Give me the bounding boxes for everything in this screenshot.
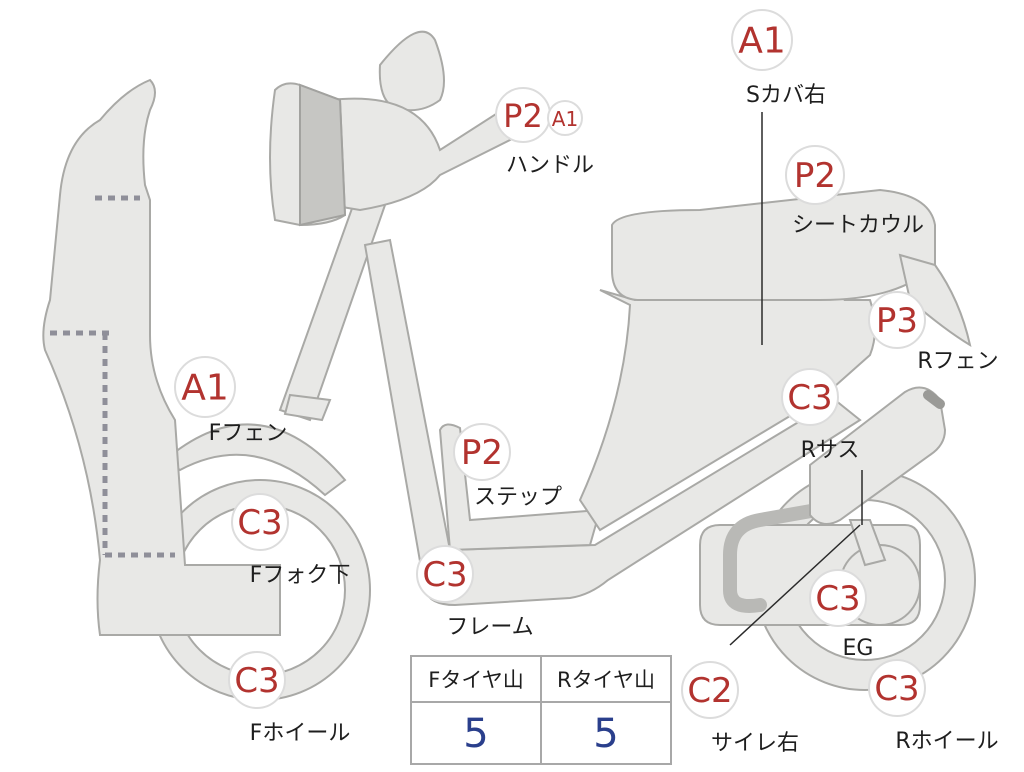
grade-text: A1	[738, 21, 786, 62]
part-label: Fフォク下	[250, 563, 351, 588]
front-cowl-shape	[42, 78, 281, 636]
grade-text: C3	[234, 661, 279, 701]
grade-badge	[174, 356, 236, 418]
value-front-tire: 5	[463, 711, 489, 757]
part-label: Fホイール	[250, 721, 351, 746]
grade-badge	[681, 661, 739, 719]
tread-table-header: Fタイヤ山 Rタイヤ山	[412, 657, 670, 703]
part-engine[interactable]: C3 EG	[809, 569, 874, 661]
grade-badge-secondary	[547, 100, 583, 136]
grade-badge	[781, 368, 839, 426]
grade-badge	[809, 569, 867, 627]
grade-badge	[228, 651, 286, 709]
handlebar-shape	[269, 30, 547, 227]
part-r-fender[interactable]: P3 Rフェン	[868, 291, 999, 374]
step-floor-shape	[438, 423, 602, 552]
part-label: フレーム	[446, 615, 533, 640]
part-s-cover-right[interactable]: A1 Sカバ右	[731, 9, 826, 108]
grade-text: C3	[422, 555, 467, 595]
part-label: ハンドル	[506, 153, 594, 178]
grade-text: C3	[815, 579, 860, 619]
part-label: EG	[843, 636, 874, 661]
grade-badge	[731, 9, 793, 71]
grade-badge	[785, 145, 845, 205]
header-front-tire: Fタイヤ山	[428, 668, 524, 692]
part-frame[interactable]: C3 フレーム	[416, 545, 534, 640]
part-f-wheel[interactable]: C3 Fホイール	[228, 651, 351, 746]
tire-tread-table: Fタイヤ山 Rタイヤ山 5 5	[410, 655, 672, 765]
part-handle[interactable]: P2 A1 ハンドル	[495, 87, 594, 178]
grade-text-secondary: A1	[552, 107, 578, 131]
leader-lines	[729, 112, 863, 646]
front-cowl-seam	[50, 195, 175, 558]
part-muffler-right[interactable]: C2 サイレ右	[681, 661, 799, 756]
muffler-pipe-shape	[723, 498, 852, 613]
grade-text: C3	[874, 669, 919, 709]
grade-text: P2	[503, 97, 543, 135]
part-label: Fフェン	[209, 421, 288, 446]
grade-badge	[416, 545, 474, 603]
part-label: シートカウル	[792, 213, 924, 238]
tread-table-values: 5 5	[412, 703, 670, 765]
part-label: ステップ	[474, 485, 562, 510]
part-seat-cowl[interactable]: P2 シートカウル	[785, 145, 924, 238]
part-f-fender[interactable]: A1 Fフェン	[174, 356, 288, 446]
part-label: Sカバ右	[746, 83, 826, 108]
grade-badge	[868, 291, 926, 349]
part-step[interactable]: P2 ステップ	[453, 423, 562, 510]
steering-column-shape	[278, 198, 387, 422]
front-fender-shape	[163, 423, 347, 497]
leader-muffler	[729, 524, 861, 646]
grade-text: C3	[787, 378, 832, 418]
part-label: Rフェン	[917, 349, 998, 374]
part-f-fork-lower[interactable]: C3 Fフォク下	[231, 493, 351, 588]
scooter-illustration	[42, 30, 976, 701]
grade-text: C3	[237, 503, 282, 543]
grade-text: P2	[794, 156, 836, 196]
part-r-wheel[interactable]: C3 Rホイール	[868, 659, 999, 754]
rear-suspension-shape	[809, 386, 947, 567]
grade-text: A1	[181, 368, 229, 409]
grade-badge	[453, 423, 511, 481]
value-rear-tire: 5	[540, 703, 670, 765]
seat-shape	[611, 188, 936, 301]
part-label: サイレ右	[711, 731, 799, 756]
part-label: Rホイール	[895, 729, 998, 754]
grade-badge	[231, 493, 289, 551]
part-label: Rサス	[801, 438, 860, 463]
rear-fender-shape	[898, 253, 972, 348]
part-badges: A1 Sカバ右 P2 A1 ハンドル P2 シートカウル P3 Rフェン A1 …	[174, 9, 999, 756]
grade-text: P2	[461, 433, 503, 473]
grade-badge	[868, 659, 926, 717]
header-rear-tire: Rタイヤ山	[540, 657, 670, 701]
grade-text: P3	[876, 301, 918, 341]
part-r-suspension[interactable]: C3 Rサス	[781, 368, 860, 463]
grade-text: C2	[687, 671, 732, 711]
fork-sleeve-shape	[283, 393, 332, 422]
